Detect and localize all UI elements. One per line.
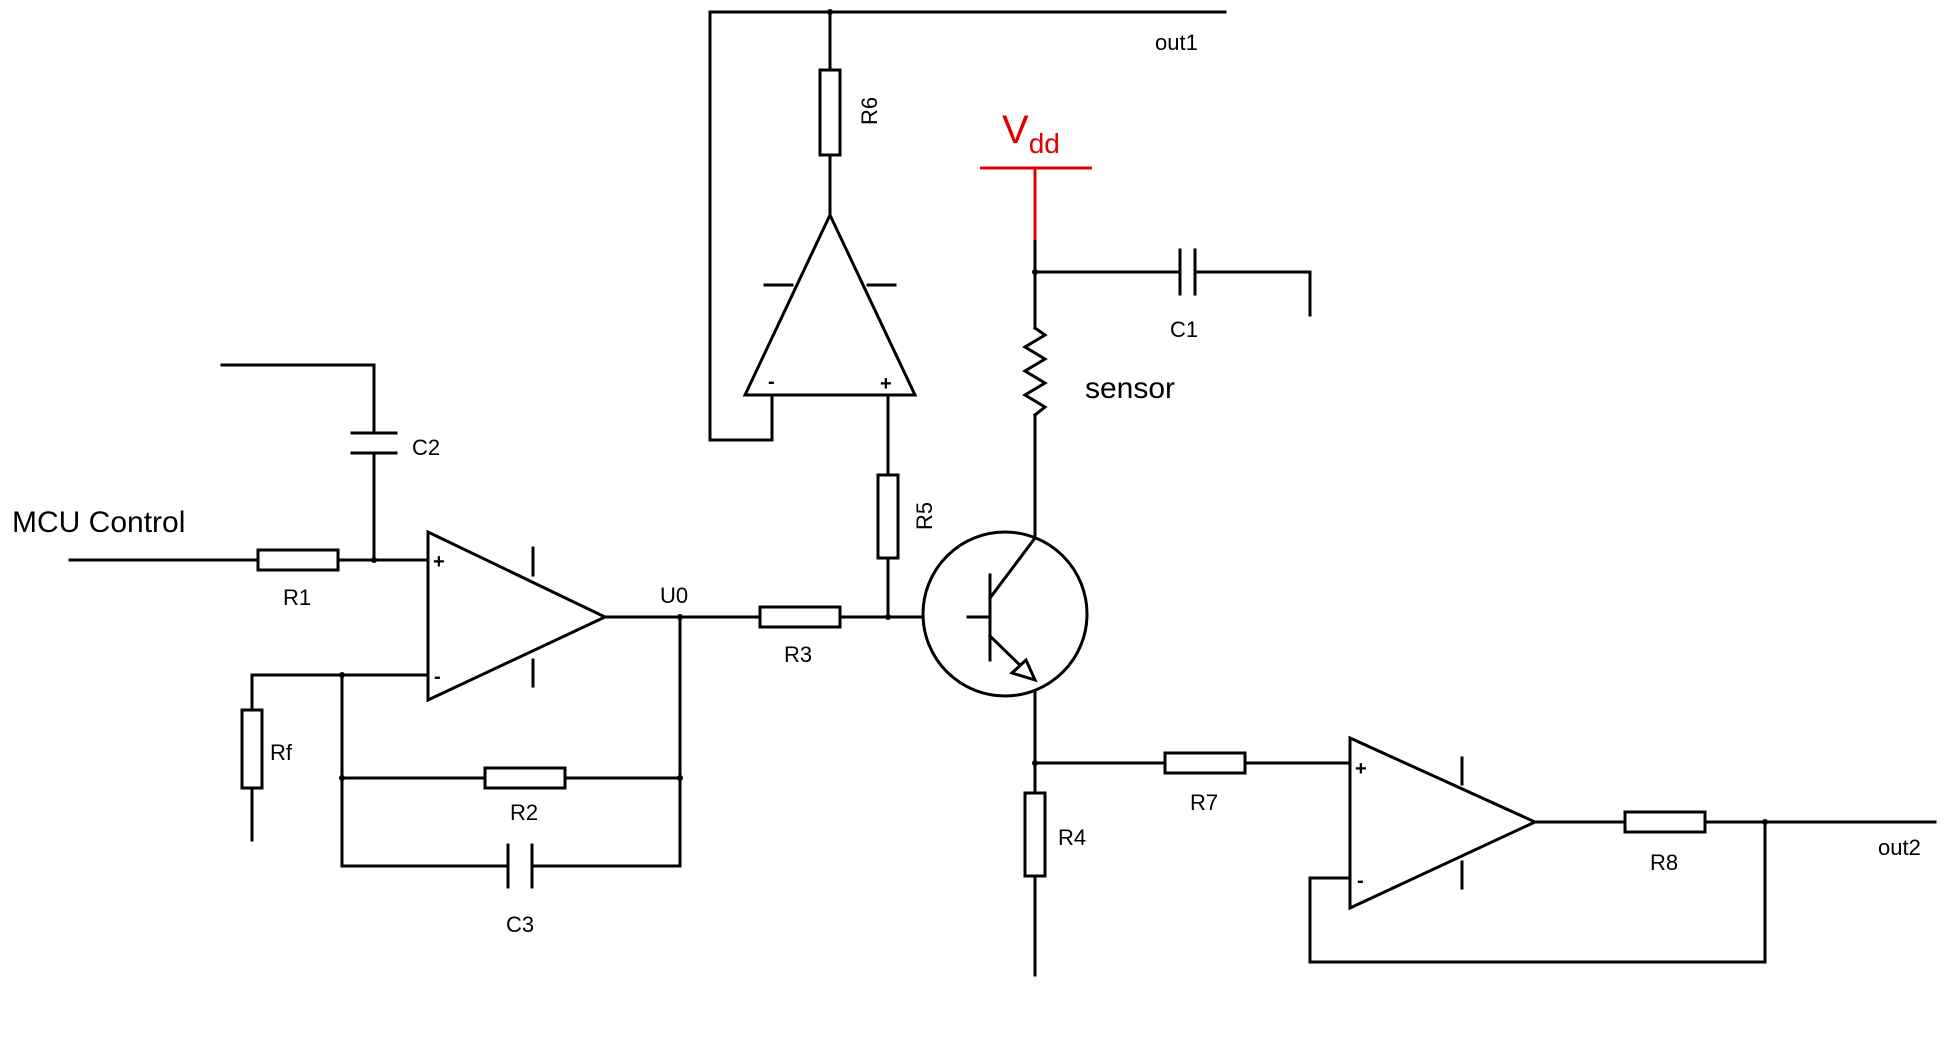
r4-label: R4 xyxy=(1058,825,1086,850)
u0-label: U0 xyxy=(660,583,688,608)
rf-label: Rf xyxy=(270,740,293,765)
opamp-minus-sign: - xyxy=(768,371,775,393)
opamp-plus-sign: + xyxy=(880,373,892,395)
capacitor-c2 xyxy=(350,431,398,455)
r3-label: R3 xyxy=(784,642,812,667)
sensor-resistor xyxy=(1022,325,1048,418)
c1-label: C1 xyxy=(1170,317,1198,342)
ground-icon xyxy=(202,346,222,384)
vdd-label: V xyxy=(1002,108,1029,152)
out1-label: out1 xyxy=(1155,30,1198,55)
r1-label: R1 xyxy=(283,585,311,610)
resistor-r7 xyxy=(1163,751,1247,775)
resistor-r6 xyxy=(818,68,842,157)
c3-label: C3 xyxy=(506,912,534,937)
opamp-output: + - xyxy=(1348,735,1539,911)
r6-label: R6 xyxy=(857,97,882,125)
junction-dots xyxy=(339,9,1768,825)
vdd-supply: Vdd xyxy=(980,108,1092,240)
resistor-r2 xyxy=(483,766,567,790)
opamp-plus-sign: + xyxy=(1355,758,1367,780)
ground-icon xyxy=(1016,983,1054,1003)
r7-label: R7 xyxy=(1190,790,1218,815)
opamp-minus-sign: - xyxy=(1357,870,1364,892)
r2-label: R2 xyxy=(510,800,538,825)
out2-label: out2 xyxy=(1878,835,1921,860)
resistor-r8 xyxy=(1623,810,1707,834)
r5-label: R5 xyxy=(912,502,937,530)
wires xyxy=(68,10,1937,977)
capacitor-c1 xyxy=(1178,248,1197,296)
capacitor-c3 xyxy=(506,843,534,889)
resistor-rf xyxy=(240,708,264,790)
mcu-control-label: MCU Control xyxy=(12,506,185,539)
vdd-subscript: dd xyxy=(1029,128,1060,159)
sensor-label: sensor xyxy=(1085,372,1175,405)
resistor-r1 xyxy=(256,548,340,572)
opamp-u0: + - xyxy=(426,529,609,703)
ground-icon xyxy=(1291,325,1329,345)
r8-label: R8 xyxy=(1650,850,1678,875)
svg-text:Vdd: Vdd xyxy=(1002,108,1060,159)
resistor-r5 xyxy=(876,473,900,560)
opamp-minus-sign: - xyxy=(434,666,441,688)
resistor-r4 xyxy=(1023,791,1047,878)
ground-icon xyxy=(233,848,271,868)
c2-label: C2 xyxy=(412,435,440,460)
opamp-top: - + xyxy=(742,211,918,397)
opamp-plus-sign: + xyxy=(433,551,445,573)
npn-transistor xyxy=(921,530,1089,698)
resistor-r3 xyxy=(758,605,842,629)
